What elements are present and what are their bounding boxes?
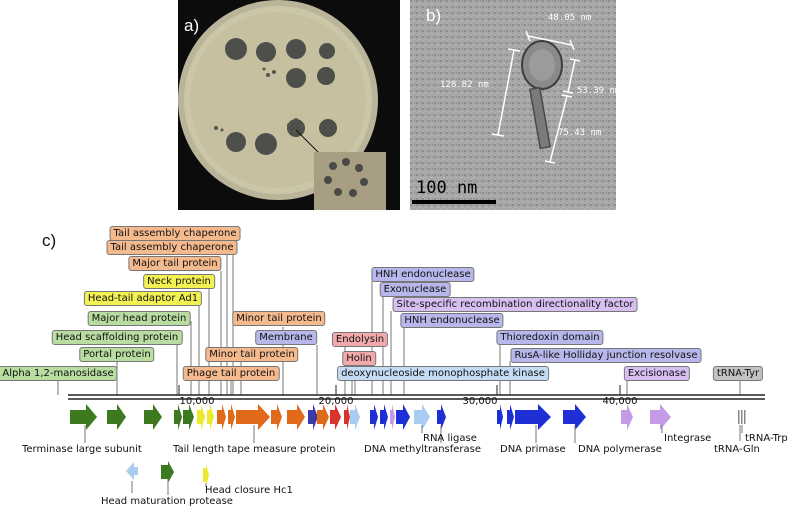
measurement-head-length: 53.39 nm — [577, 86, 620, 96]
scale-bar-label: 100 nm — [416, 178, 477, 198]
annotation-major-head-protein: Major head protein — [88, 311, 191, 326]
label-integrase: Integrase — [664, 433, 711, 444]
annotation-holin: Holin — [342, 351, 376, 366]
panel-a-plaque-photo: a) — [178, 0, 400, 210]
annotation-hnh-endonuclease-1: HNH endonuclease — [371, 267, 474, 282]
trna-mark — [741, 410, 743, 424]
gene-arrow — [207, 404, 214, 430]
trna-mark — [738, 410, 740, 424]
annotation-membrane: Membrane — [255, 330, 317, 345]
gene-arrow — [271, 404, 282, 430]
annotation-portal-protein: Portal protein — [79, 347, 154, 362]
annotation-recombination-directionality-factor: Site-specific recombination directionali… — [393, 297, 638, 312]
gene-arrow — [183, 404, 194, 430]
gene-arrow — [236, 404, 270, 430]
gene-arrow — [380, 404, 388, 430]
label-trna-gln: tRNA-Gln — [714, 444, 760, 455]
gene-arrow — [174, 404, 182, 430]
annotation-tail-assembly-chaperone-1: Tail assembly chaperone — [107, 240, 238, 255]
panel-b-tem-micrograph: b) 48.05 nm 128.82 nm 53.39 nm 75.43 nm … — [410, 0, 616, 210]
annotation-major-tail-protein: Major tail protein — [128, 256, 221, 271]
gene-arrow — [390, 404, 395, 430]
gene-arrow — [350, 404, 360, 430]
gene-arrow — [144, 404, 162, 430]
label-dna-primase: DNA primase — [500, 444, 566, 455]
annotation-neck-protein: Neck protein — [143, 274, 215, 289]
annotation-rusa-resolvase: RusA-like Holliday junction resolvase — [511, 348, 702, 363]
gene-arrow — [507, 404, 514, 430]
annotation-head-scaffolding-protein: Head scaffolding protein — [52, 330, 183, 345]
petri-dish-photo — [178, 0, 400, 210]
annotation-excisionase: Excisionase — [624, 366, 690, 381]
annotation-trna-tyr: tRNA-Tyr — [713, 366, 763, 381]
gene-arrow — [197, 404, 205, 430]
gene-arrow — [308, 404, 318, 430]
measurement-head-width: 48.05 nm — [548, 13, 591, 23]
label-rna-ligase: RNA ligase — [423, 433, 477, 444]
annotation-tail-assembly-chaperone-2: Tail assembly chaperone — [110, 226, 241, 241]
gene-arrow — [396, 404, 410, 430]
gene-arrow — [650, 404, 671, 430]
label-head-maturation-protease: Head maturation protease — [101, 496, 233, 507]
measurement-tail-length: 75.43 nm — [558, 128, 601, 138]
gene-arrow — [317, 404, 329, 430]
label-trna-trp: tRNA-Trp — [745, 433, 788, 444]
gene-arrow — [217, 404, 226, 430]
position-label-20000: 20,000 — [319, 396, 354, 407]
annotation-minor-tail-protein-1: Minor tail protein — [205, 347, 298, 362]
label-tape-measure-protein: Tail length tape measure protein — [173, 444, 335, 455]
annotation-phage-tail-protein: Phage tail protein — [183, 366, 280, 381]
label-head-closure-hc1: Head closure Hc1 — [205, 485, 293, 496]
annotation-thioredoxin-domain: Thioredoxin domain — [496, 330, 603, 345]
gene-arrow — [497, 404, 503, 430]
position-label-30000: 30,000 — [463, 396, 498, 407]
annotation-endolysin: Endolysin — [332, 332, 388, 347]
gene-arrow — [126, 462, 138, 480]
annotation-dnmp-kinase: deoxynucleoside monophosphate kinase — [337, 366, 549, 381]
gene-arrow — [107, 404, 126, 430]
label-terminase-large-subunit: Terminase large subunit — [22, 444, 142, 455]
annotation-minor-tail-protein-2: Minor tail protein — [232, 311, 325, 326]
panel-label-a: a) — [184, 16, 199, 36]
annotation-hnh-endonuclease-2: HNH endonuclease — [400, 313, 503, 328]
gene-arrow — [621, 404, 633, 430]
annotation-alpha-manosidase: Alpha 1,2-manosidase — [0, 366, 118, 381]
gene-arrow — [70, 404, 97, 430]
label-dna-methyltransferase: DNA methyltransferase — [364, 444, 481, 455]
trna-mark — [744, 410, 746, 424]
gene-arrow — [344, 404, 350, 430]
gene-arrow — [203, 464, 209, 486]
label-dna-polymerase: DNA polymerase — [578, 444, 662, 455]
annotation-exonuclease: Exonuclease — [380, 282, 451, 297]
gene-arrow — [515, 404, 551, 430]
annotation-head-tail-adaptor: Head-tail adaptor Ad1 — [84, 291, 202, 306]
panel-c-genome-map: c) — [0, 215, 791, 508]
panel-label-b: b) — [426, 6, 441, 26]
position-label-40000: 40,000 — [603, 396, 638, 407]
gene-arrow — [228, 404, 235, 430]
measurement-total-length: 128.82 nm — [440, 80, 489, 90]
gene-arrow — [287, 404, 305, 430]
gene-arrow — [370, 404, 378, 430]
gene-arrow — [330, 404, 341, 430]
position-label-10000: 10,000 — [180, 396, 215, 407]
